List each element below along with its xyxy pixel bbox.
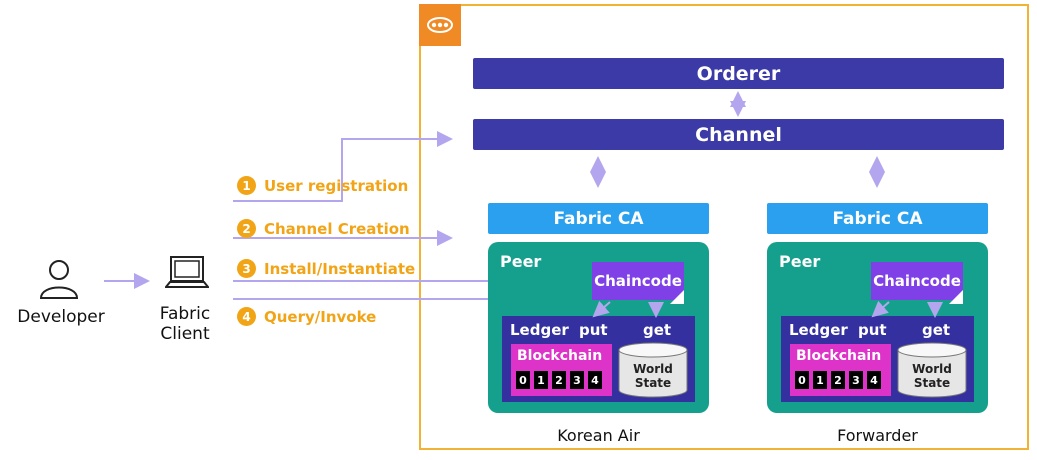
block: 1 [813, 371, 827, 389]
blockchain-box: Blockchain 0 1 2 3 4 [790, 344, 891, 396]
cloud-network-icon [419, 4, 461, 46]
block: 2 [831, 371, 845, 389]
block-list: 0 1 2 3 4 [516, 371, 602, 389]
fabric-client-label: Fabric Client [145, 304, 225, 344]
step-query-invoke: 4 Query/Invoke [237, 307, 376, 326]
blockchain-box: Blockchain 0 1 2 3 4 [511, 344, 612, 396]
step-label: Query/Invoke [264, 307, 377, 326]
block: 0 [795, 371, 809, 389]
step-label: Channel Creation [264, 219, 410, 238]
database-icon: World State [617, 342, 689, 402]
block-list: 0 1 2 3 4 [795, 371, 881, 389]
fabric-client-label-line2: Client [160, 324, 210, 344]
world-state-line1: World [912, 362, 952, 376]
step-number: 4 [237, 307, 256, 326]
put-label: put [858, 321, 887, 339]
get-label: get [922, 321, 951, 339]
put-get-arrows [871, 300, 943, 318]
step-install-instantiate: 3 Install/Instantiate [237, 259, 415, 278]
block: 3 [570, 371, 584, 389]
peer-forwarder: Peer Chaincode Ledger put get Blockchain… [767, 242, 988, 413]
get-label: get [643, 321, 672, 339]
chaincode-box: Chaincode [592, 262, 684, 300]
step-number: 2 [237, 219, 256, 238]
step-number: 1 [237, 176, 256, 195]
chaincode-fold-icon [670, 290, 684, 304]
user-icon [37, 257, 81, 305]
laptop-icon [163, 255, 211, 297]
block: 4 [867, 371, 881, 389]
fabric-client-label-line1: Fabric [159, 304, 211, 324]
block: 1 [534, 371, 548, 389]
block: 4 [588, 371, 602, 389]
fabric-ca-forwarder: Fabric CA [767, 203, 988, 234]
org-name-forwarder: Forwarder [837, 426, 918, 445]
peer-label: Peer [500, 252, 542, 271]
put-get-arrows [592, 300, 664, 318]
peer-label: Peer [779, 252, 821, 271]
ledger-box: Ledger put get Blockchain 0 1 2 3 4 Worl… [502, 316, 695, 402]
chaincode-fold-icon [949, 290, 963, 304]
ledger-label: Ledger [510, 321, 569, 339]
block: 2 [552, 371, 566, 389]
step-channel-creation: 2 Channel Creation [237, 219, 410, 238]
org-name-korean-air: Korean Air [557, 426, 640, 445]
database-icon: World State [896, 342, 968, 402]
chaincode-box: Chaincode [871, 262, 963, 300]
network-frame [419, 4, 1029, 450]
step-label: User registration [264, 176, 409, 195]
blockchain-label: Blockchain [517, 348, 603, 364]
step-number: 3 [237, 259, 256, 278]
peer-korean-air: Peer Chaincode Ledger put get Blockchain… [488, 242, 709, 413]
blockchain-label: Blockchain [796, 348, 882, 364]
developer-label: Developer [17, 307, 105, 327]
step-label: Install/Instantiate [264, 259, 416, 278]
step-user-registration: 1 User registration [237, 176, 408, 195]
orderer-bar: Orderer [473, 58, 1004, 89]
world-state-line1: World [633, 362, 673, 376]
put-label: put [579, 321, 608, 339]
world-state-label: World State [617, 362, 689, 390]
world-state-label: World State [896, 362, 968, 390]
world-state-line2: State [634, 376, 672, 390]
ledger-box: Ledger put get Blockchain 0 1 2 3 4 Worl… [781, 316, 974, 402]
channel-bar: Channel [473, 119, 1004, 150]
fabric-ca-korean-air: Fabric CA [488, 203, 709, 234]
world-state-line2: State [913, 376, 951, 390]
block: 0 [516, 371, 530, 389]
block: 3 [849, 371, 863, 389]
ledger-label: Ledger [789, 321, 848, 339]
